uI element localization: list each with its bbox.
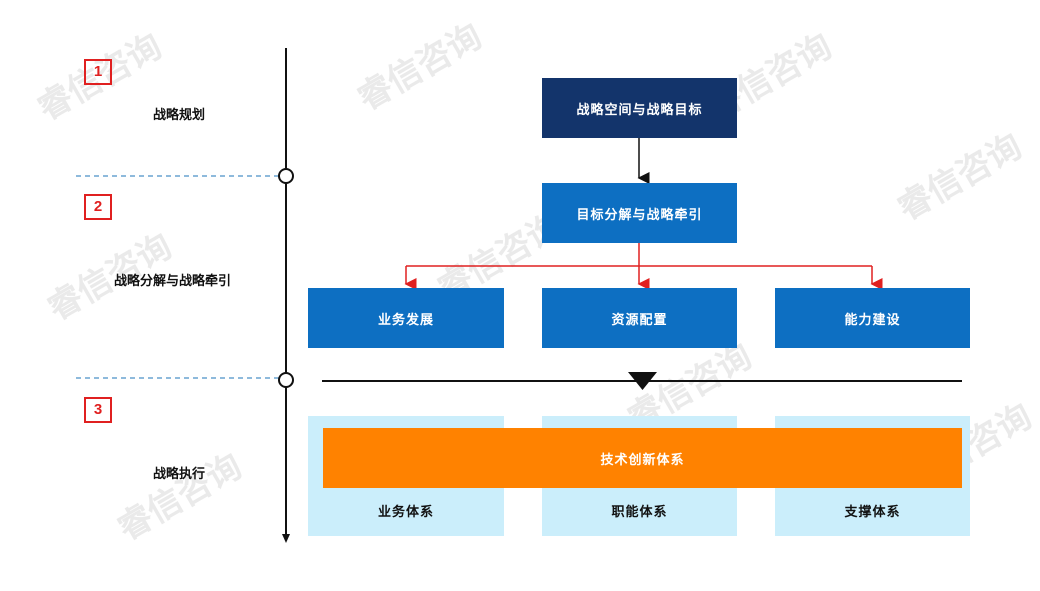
timeline-arrowhead (282, 534, 290, 543)
stage-label: 战略规划 (153, 108, 206, 123)
branch-box: 资源配置 (542, 288, 737, 348)
stage-number: 2 (84, 194, 112, 220)
branch-box: 业务发展 (308, 288, 504, 348)
stage-number: 3 (84, 397, 112, 423)
stage-label: 战略执行 (153, 467, 206, 482)
tech-innovation-band: 技术创新体系 (323, 428, 962, 488)
branch-box: 能力建设 (775, 288, 970, 348)
timeline-node (278, 372, 294, 388)
strategy-goal-box: 战略空间与战略目标 (542, 78, 737, 138)
stage-number: 1 (84, 59, 112, 85)
divider-triangle (628, 372, 657, 390)
timeline-node (278, 168, 294, 184)
decomposition-box: 目标分解与战略牵引 (542, 183, 737, 243)
stage-label: 战略分解与战略牵引 (114, 274, 232, 289)
